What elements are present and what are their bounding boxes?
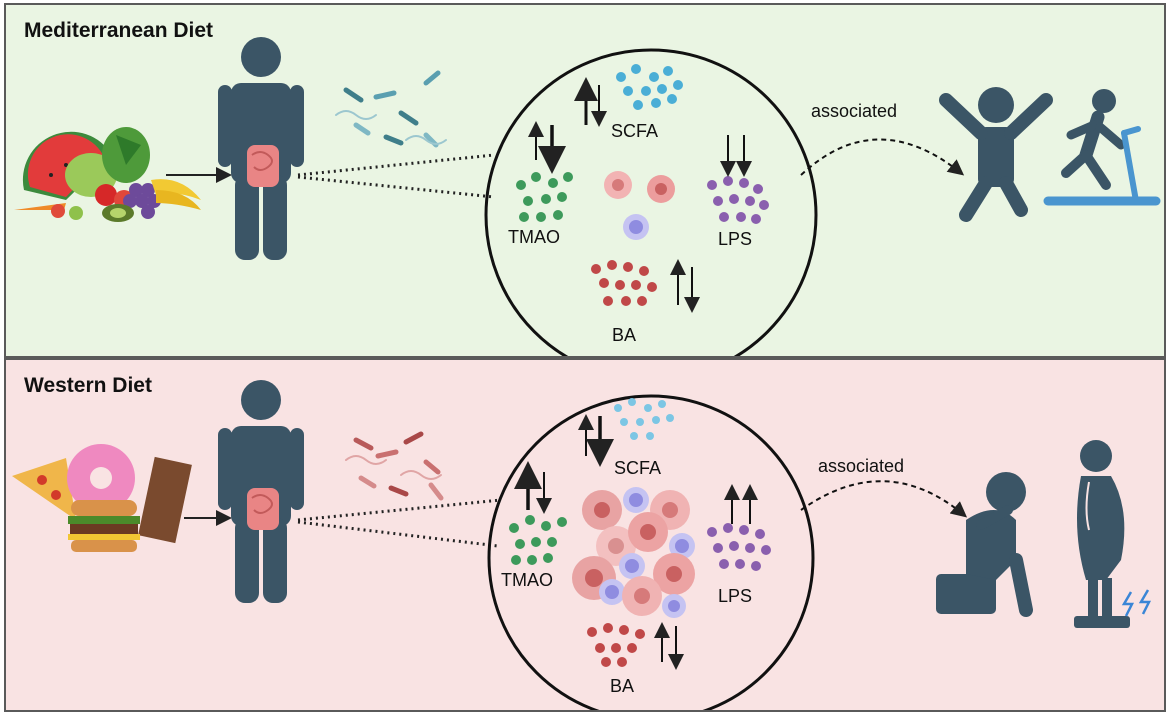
ba-molecules [587,623,645,667]
ba-label: BA [612,325,637,345]
bacteria-icon [345,431,444,501]
running-treadmill-icon [1043,89,1161,206]
gut-icon [247,488,279,530]
mediterranean-panel: Mediterranean Diet [4,3,1166,358]
lps-label: LPS [718,229,753,249]
zoom-circle [487,394,815,710]
tmao-molecules [509,515,567,565]
bacteria-icon [335,70,447,148]
immune-cells [572,487,695,618]
scfa-molecules [614,398,674,440]
western-illustration [12,380,1152,710]
mediterranean-illustration [14,37,1161,356]
gut-icon [247,145,279,187]
healthy-food-icon [14,127,201,222]
scfa-label: SCFA [611,121,659,141]
obese-person-scale-icon [1074,440,1152,628]
tmao-label: TMAO [501,570,553,590]
scfa-molecules [616,64,683,110]
depressed-person-icon [936,472,1033,617]
western-panel: Western Diet [4,358,1166,712]
lps-label: LPS [718,586,753,606]
junk-food-icon [12,444,192,552]
associated-label: associated [818,456,905,476]
lps-molecules [707,176,769,224]
tmao-label: TMAO [508,227,560,247]
ba-molecules [591,260,657,306]
scfa-label: SCFA [614,458,662,478]
immune-cells [604,171,675,240]
western-title: Western Diet [24,374,152,397]
zoom-circle [484,48,818,356]
associated-label: associated [811,101,898,121]
mediterranean-title: Mediterranean Diet [24,19,214,42]
lps-molecules [707,523,771,571]
tmao-molecules [516,172,573,222]
shock-icon [1121,591,1135,617]
person-icon [218,380,304,603]
ba-label: BA [610,676,635,696]
happy-person-icon [939,87,1053,222]
